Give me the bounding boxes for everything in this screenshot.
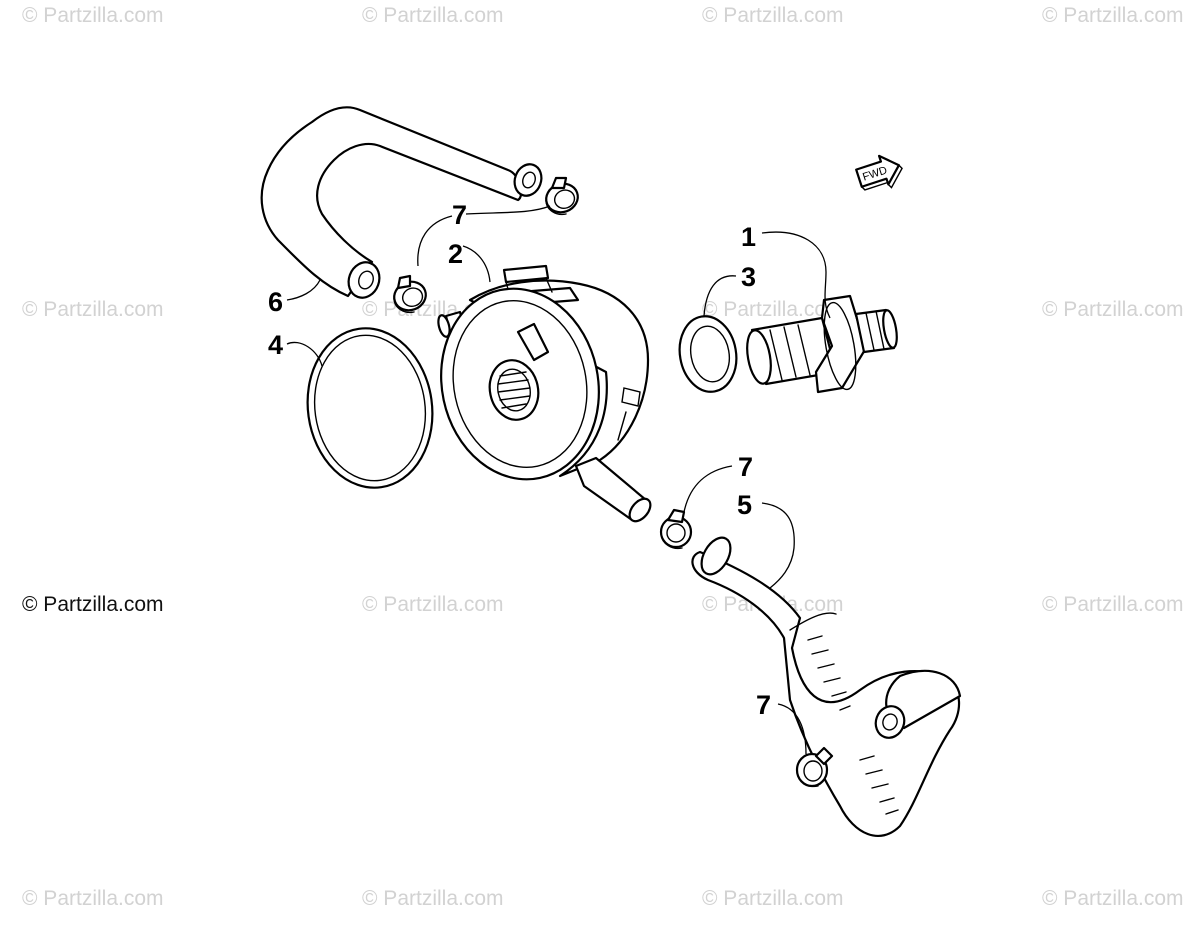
upper-hose: [260, 106, 543, 299]
watermark: © Partzilla.com: [362, 593, 504, 616]
callout-5: 5: [737, 490, 752, 520]
fwd-arrow-icon: FWD: [855, 154, 903, 191]
hose-clamp-icon: [545, 176, 579, 216]
fitting: [746, 294, 898, 394]
callouts: 1 2 3 4 5 6 7 7 7: [268, 200, 771, 720]
watermark-emphasized: © Partzilla.com: [22, 593, 164, 616]
watermark: © Partzilla.com: [22, 298, 164, 321]
watermark-grid: © Partzilla.com © Partzilla.com © Partzi…: [22, 4, 1184, 910]
callout-6: 6: [268, 287, 283, 317]
hose-clamp-icon: [659, 508, 693, 550]
watermark: © Partzilla.com: [702, 4, 844, 27]
watermark: © Partzilla.com: [22, 887, 164, 910]
callout-7: 7: [756, 690, 771, 720]
callout-2: 2: [448, 239, 463, 269]
callout-7: 7: [452, 200, 467, 230]
callout-4: 4: [268, 330, 283, 360]
watermark: © Partzilla.com: [362, 887, 504, 910]
watermark: © Partzilla.com: [22, 4, 164, 27]
washer: [678, 315, 738, 393]
lower-hose: [691, 536, 962, 837]
o-ring: [306, 327, 434, 489]
callout-1: 1: [741, 222, 756, 252]
watermark: © Partzilla.com: [1042, 298, 1184, 321]
leader-lines: [286, 205, 831, 755]
callout-3: 3: [741, 262, 756, 292]
callout-7: 7: [738, 452, 753, 482]
watermark: © Partzilla.com: [702, 887, 844, 910]
hose-clamp-icon: [795, 746, 834, 788]
watermark: © Partzilla.com: [1042, 887, 1184, 910]
watermark: © Partzilla.com: [1042, 4, 1184, 27]
watermark: © Partzilla.com: [702, 298, 844, 321]
watermark: © Partzilla.com: [362, 4, 504, 27]
watermark: © Partzilla.com: [1042, 593, 1184, 616]
oil-cooler: [437, 264, 652, 523]
hose-clamp-icon: [393, 274, 427, 314]
